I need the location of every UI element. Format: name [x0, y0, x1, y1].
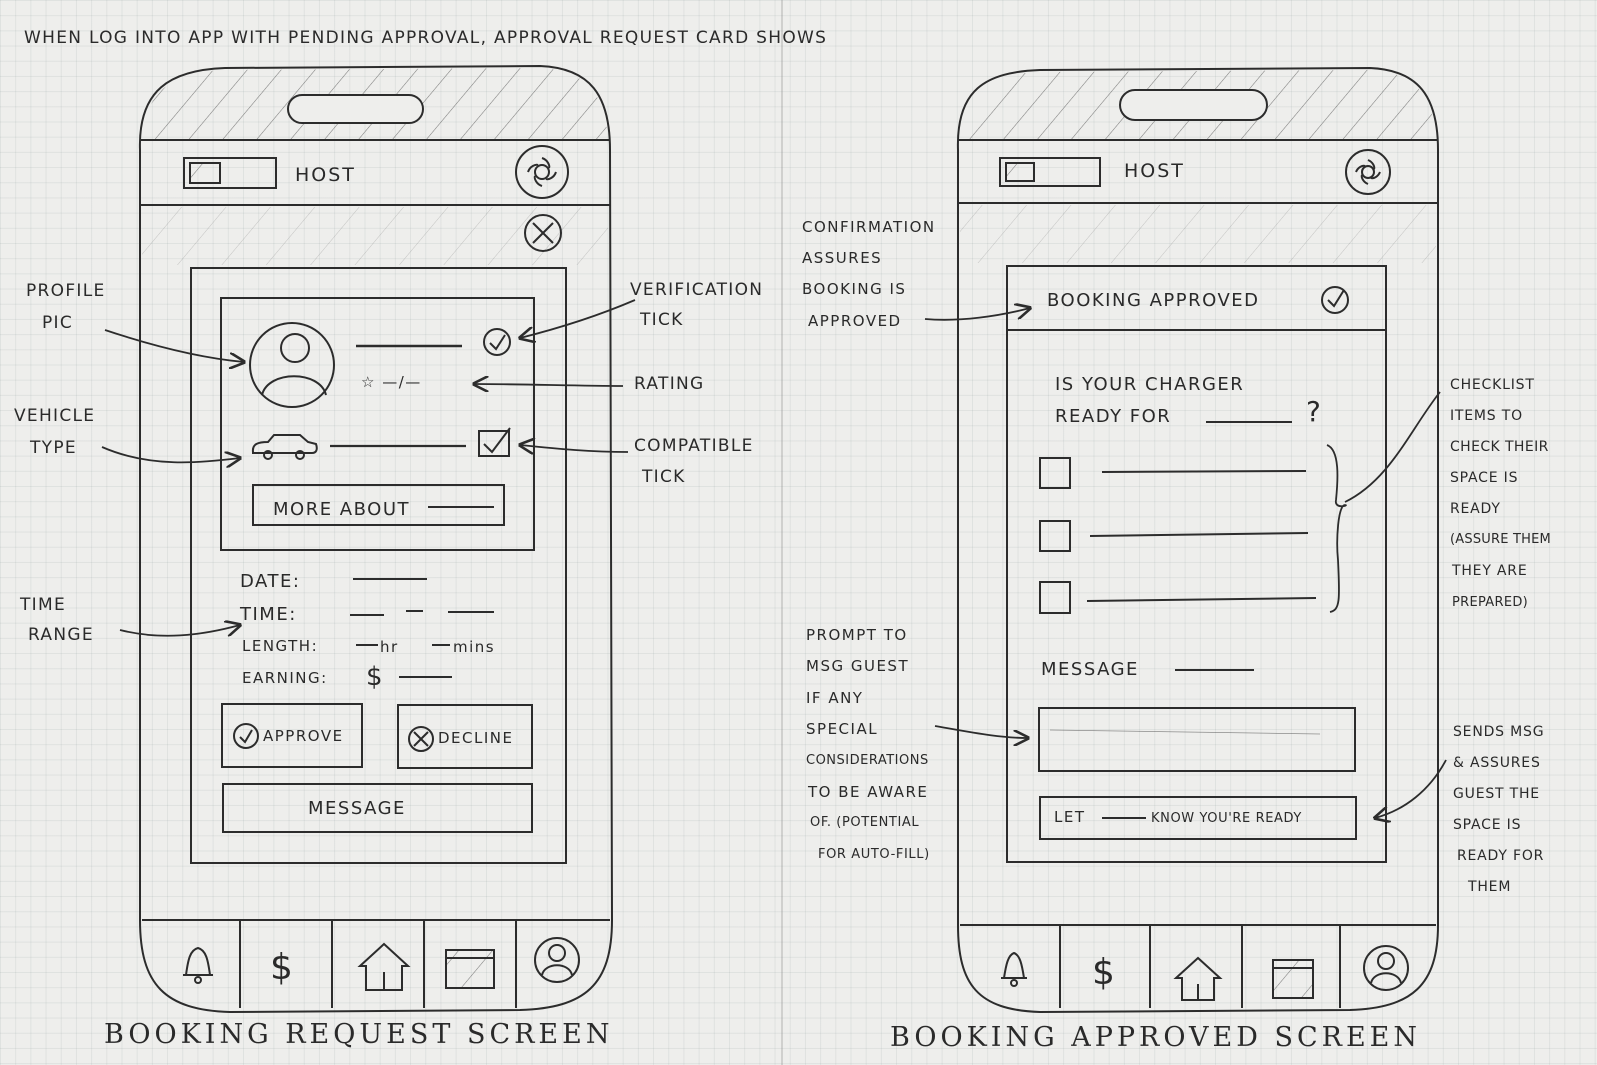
message-button-outline [222, 783, 533, 833]
screen1-caption: Booking request screen [104, 1019, 614, 1050]
decline-button[interactable]: Decline [438, 729, 514, 747]
vehicle-icon [251, 434, 318, 454]
phone-booking-request [138, 64, 614, 1014]
approved-card [1006, 265, 1387, 863]
checklist-box-3 [1039, 581, 1071, 614]
bell-icon [1002, 951, 1026, 979]
question-line-2: ready for [1055, 406, 1172, 427]
approve-button[interactable]: Approve [263, 727, 344, 745]
question-line-1: Is your charger [1055, 374, 1245, 395]
checklist-connector [1344, 391, 1441, 503]
ready-button-rest[interactable]: know you're ready [1151, 811, 1302, 826]
length-mins-unit: mins [453, 638, 496, 656]
dollar-nav-icon[interactable]: $ [270, 947, 295, 988]
arrow-compatible-tick [520, 445, 629, 452]
dollar-nav-icon-2[interactable]: $ [1092, 952, 1117, 993]
annotation-arrows [101, 299, 1447, 818]
message-button[interactable]: Message [308, 798, 406, 819]
time-label: Time: [240, 604, 297, 625]
phone-outline [956, 66, 1439, 1014]
length-hr-unit: hr [380, 638, 399, 656]
phone-notch [1119, 89, 1268, 121]
screen2-caption: Booking approved screen [890, 1022, 1422, 1053]
calendar-icon [445, 949, 495, 989]
checklist-box-1 [1039, 457, 1071, 489]
date-label: Date: [240, 571, 301, 592]
phone-outline [138, 64, 614, 1014]
arrow-rating [474, 384, 624, 386]
message-label: Message [1041, 659, 1139, 680]
arrow-profile-pic [104, 329, 244, 362]
more-about-button[interactable]: More about [273, 499, 410, 520]
earning-label: Earning: [242, 669, 328, 687]
rating-value: ☆ —/— [361, 373, 422, 391]
host-label-2: HOST [1124, 160, 1185, 182]
profile-nav-icon [534, 937, 580, 983]
arrow-verification-tick [520, 299, 636, 338]
booking-approved-title: Booking approved [1047, 290, 1260, 311]
guest-profile-box [220, 297, 535, 551]
bell-icon [184, 946, 212, 976]
question-mark: ? [1306, 395, 1323, 428]
length-label: Length: [242, 637, 319, 655]
arrow-sends [1375, 759, 1447, 818]
settings-gear-icon [515, 145, 569, 199]
approved-tick-icon [1321, 286, 1349, 314]
message-input-outline [1038, 707, 1356, 772]
host-label: HOST [295, 164, 356, 186]
home-icon [357, 942, 411, 991]
ready-button-outline [1039, 796, 1357, 840]
toggle-switch [999, 157, 1101, 187]
calendar-icon [1272, 959, 1314, 999]
ready-button-let[interactable]: Let [1054, 808, 1086, 826]
phone-notch [287, 94, 424, 124]
home-icon [1173, 956, 1223, 1001]
checklist-brace [1326, 444, 1347, 613]
top-note-text: When log into app with pending approval,… [24, 28, 828, 48]
toggle-switch [183, 157, 277, 189]
verification-tick-icon [483, 328, 511, 356]
arrow-vehicle-type [101, 446, 240, 462]
approve-button-outline [221, 703, 363, 768]
checklist-box-2 [1039, 520, 1071, 552]
arrow-confirmation [924, 308, 1030, 321]
arrow-prompt [934, 725, 1028, 738]
phone-booking-approved [956, 66, 1439, 1014]
settings-gear-icon [1345, 149, 1391, 195]
arrow-time-range [119, 625, 240, 636]
profile-nav-icon [1363, 945, 1409, 991]
dollar-sign: $ [366, 662, 385, 692]
close-circle-icon [524, 214, 562, 252]
booking-card [190, 267, 567, 864]
compatible-tick-icon [478, 430, 510, 457]
decline-button-outline [397, 704, 533, 769]
profile-pic [249, 322, 335, 408]
more-about-button-outline [252, 484, 505, 526]
